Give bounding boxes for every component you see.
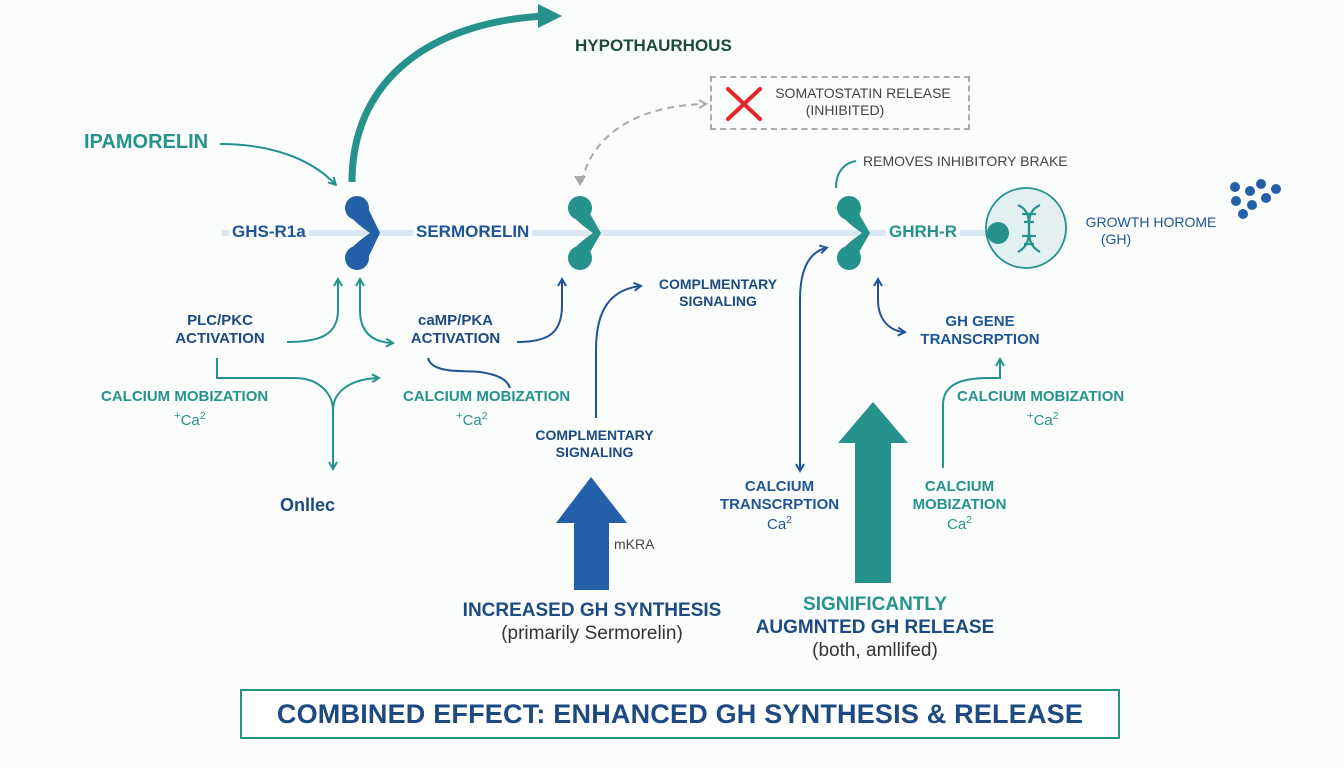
somatostatin-box: [710, 76, 970, 130]
growth-hormone-line2: (GH): [1100, 230, 1132, 247]
somatostatin-dashed-arrow: [581, 104, 705, 183]
ipamorelin-arrow: [219, 143, 335, 184]
plus-sign: +: [456, 410, 463, 422]
ca-text: Ca: [180, 412, 200, 429]
synthesis-line2: (primarily Sermorelin): [501, 622, 683, 644]
onllec-label: Onllec: [280, 495, 336, 515]
hypothalamus-label: HYPOTHAURHOUS: [575, 36, 732, 55]
plus-sign: +: [174, 410, 181, 422]
receptor-to-camp-arrow: [360, 280, 392, 343]
plc-branch-line: [216, 358, 334, 411]
ghs-r1a-receptor-icon: [345, 196, 380, 270]
increased-synthesis-arrow: [556, 477, 627, 590]
synthesis-line1: INCREASED GH SYNTHESIS: [462, 600, 722, 621]
camp-to-calcium-curve: [427, 357, 511, 389]
camp-line1: caMP/PKA: [417, 312, 494, 329]
complementary-signaling-lower-label: COMPLMENTARY SIGNALING: [522, 427, 667, 461]
calcium-transcription-line2: TRANSCRPTION: [719, 496, 840, 513]
camp-to-sermorelin-arrow: [516, 280, 562, 343]
ca-text: Ca: [766, 516, 787, 533]
left-calcium-label: CALCIUM MOBIZATION: [101, 388, 269, 405]
ca-text: Ca: [946, 516, 967, 533]
gh-gene-transcription-label: GH GENE TRANSCRPTION: [910, 313, 1050, 349]
augmented-release-arrow: [838, 402, 908, 583]
growth-hormone-molecules-icon: [1230, 179, 1281, 219]
comp-to-comp-arrow: [595, 286, 640, 418]
calcium-mobization-line1: CALCIUM: [924, 478, 995, 495]
calcium-transcription-ca: Ca2: [712, 514, 847, 534]
sermorelin-label: SERMORELIN: [413, 222, 533, 243]
removes-brake-curve: [835, 160, 857, 189]
comp1-line1: COMPLMENTARY: [658, 276, 778, 292]
calcium-mobization-ca: Ca2: [902, 514, 1017, 534]
increased-synthesis-label: INCREASED GH SYNTHESIS (primarily Sermor…: [452, 600, 732, 646]
somatostatin-label: SOMATOSTATIN RELEASE (INHIBITED): [768, 85, 958, 119]
complementary-to-ghrh-arrow: [800, 248, 826, 470]
calcium-transcription-line1: CALCIUM: [744, 478, 815, 495]
ca-sup: 2: [966, 514, 973, 526]
dna-icon: [1017, 203, 1041, 253]
comp2-line2: SIGNALING: [555, 443, 634, 460]
gh-gene-line1: GH GENE: [945, 313, 1015, 330]
ca-sup: 2: [199, 410, 206, 422]
ca-sup: 2: [786, 514, 793, 526]
release-line3: (both, amllifed): [812, 639, 938, 661]
ipamorelin-label: IPAMORELIN: [84, 131, 209, 153]
plc-line2: ACTIVATION: [175, 330, 265, 347]
complementary-signaling-upper-label: COMPLMENTARY SIGNALING: [648, 276, 788, 310]
comp1-line2: SIGNALING: [679, 292, 757, 309]
release-line1: SIGNIFICANTLY: [803, 594, 947, 615]
calcium-mobization-line2: MOBIZATION: [912, 496, 1007, 513]
growth-hormone-line1: GROWTH HOROME: [1085, 214, 1217, 230]
ca-sup: 2: [481, 410, 488, 422]
removes-brake-label: REMOVES INHIBITORY BRAKE: [863, 153, 1068, 169]
calcium-mobization-label: CALCIUM MOBIZATION Ca2: [902, 478, 1017, 534]
middle-calcium-label: CALCIUM MOBIZATION: [403, 388, 571, 405]
release-line2: AUGMNTED GH RELEASE: [755, 616, 995, 638]
camp-line2: ACTIVATION: [410, 330, 501, 347]
ghs-r1a-label: GHS-R1a: [229, 222, 309, 243]
ghrh-r-label: GHRH-R: [886, 222, 960, 243]
ca-text: Ca: [1033, 412, 1053, 429]
left-ca-label: +Ca2: [174, 410, 206, 430]
plc-line1: PLC/PKC: [187, 312, 253, 329]
membrane-line: [222, 230, 1022, 236]
plus-sign: +: [1027, 410, 1034, 422]
ghrh-to-gene-arrow: [878, 280, 904, 332]
somatostatin-line1: SOMATOSTATIN RELEASE: [775, 85, 951, 101]
somatostatin-arrowhead-down: [574, 176, 586, 186]
augmented-release-label: SIGNIFICANTLY AUGMNTED GH RELEASE (both,…: [740, 594, 1010, 662]
combined-effect-label: COMBINED EFFECT: ENHANCED GH SYNTHESIS &…: [276, 698, 1084, 729]
inhibited-x-icon: [726, 87, 762, 121]
ca-text: Ca: [462, 412, 482, 429]
hypothalamus-arrow: [348, 12, 546, 183]
mrna-label: mKRA: [614, 536, 655, 552]
hypothalamus-arrowhead: [538, 4, 562, 28]
sermorelin-receptor-icon: [568, 196, 601, 270]
branch-to-calcium-arrow: [332, 378, 378, 411]
ghrh-r-receptor-icon: [837, 196, 870, 270]
calcium-to-gene-arrow: [942, 360, 1000, 468]
camp-pka-activation-label: caMP/PKA ACTIVATION: [398, 312, 513, 348]
plc-pkc-activation-label: PLC/PKC ACTIVATION: [160, 312, 280, 348]
growth-hormone-label: GROWTH HOROME (GH): [1076, 214, 1226, 248]
calcium-transcription-label: CALCIUM TRANSCRPTION Ca2: [712, 478, 847, 534]
gh-gene-line2: TRANSCRPTION: [920, 331, 1040, 348]
combined-effect-box: COMBINED EFFECT: ENHANCED GH SYNTHESIS &…: [240, 689, 1120, 739]
plc-to-receptor-arrow: [286, 280, 338, 343]
middle-ca-label: +Ca2: [456, 410, 488, 430]
somatostatin-line2: (INHIBITED): [805, 101, 885, 118]
comp2-line1: COMPLMENTARY: [535, 427, 654, 443]
right-ca-label: +Ca2: [1027, 410, 1059, 430]
pituitary-cell-icon: [985, 187, 1067, 269]
ca-sup: 2: [1052, 410, 1059, 422]
right-calcium-label: CALCIUM MOBIZATION: [957, 388, 1125, 405]
